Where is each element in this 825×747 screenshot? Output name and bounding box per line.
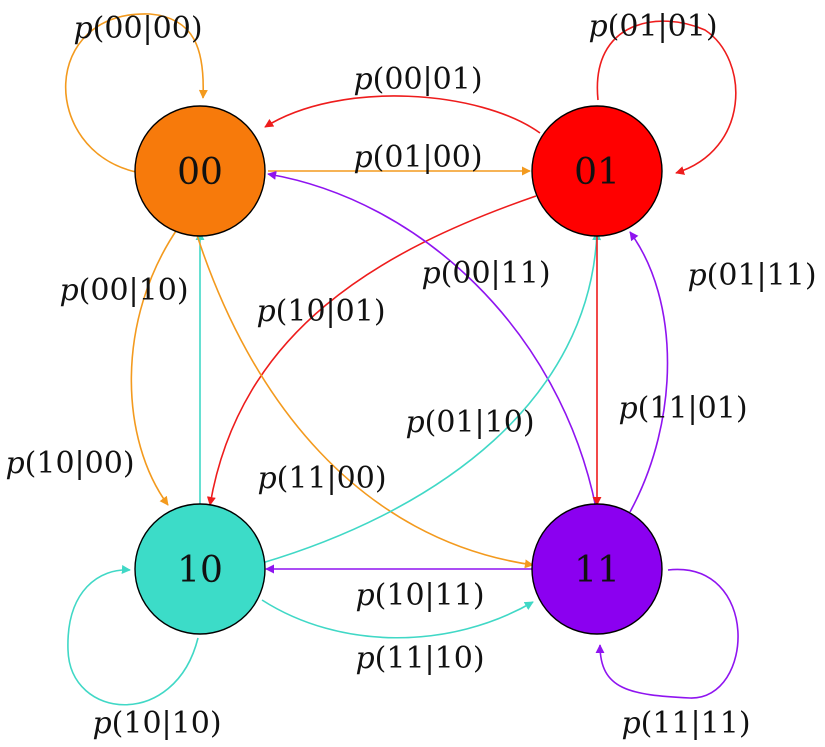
- edge-00-to-10: [130, 227, 179, 506]
- label-p11-11: p(11|11): [621, 706, 750, 741]
- label-p00-01: p(00|01): [353, 62, 482, 97]
- state-circle-01: [531, 105, 663, 237]
- edge-10-to-01: [261, 231, 602, 564]
- edge-00-to-11: [195, 231, 534, 569]
- edge-10-to-11: [261, 599, 534, 639]
- label-p10-01: p(10|01): [256, 294, 385, 329]
- label-p11-00: p(11|00): [257, 461, 386, 496]
- edge-self-loop-11: [595, 568, 739, 699]
- label-p10-10: p(10|10): [92, 706, 221, 741]
- state-label-11: 11: [574, 550, 620, 591]
- state-circle-11: [531, 503, 663, 635]
- edge-01-to-10: [206, 195, 537, 506]
- label-p11-01: p(11|01): [618, 391, 747, 426]
- state-label-00: 00: [177, 152, 223, 193]
- edge-self-loop-01: [596, 20, 737, 175]
- label-p01-00: p(01|00): [353, 140, 482, 175]
- edges: [64, 13, 739, 706]
- state-node-01: 01: [531, 105, 663, 237]
- label-p01-11: p(01|11): [687, 258, 816, 293]
- nodes: 00 01 10 11: [134, 105, 663, 635]
- edge-labels: p(00|00) p(01|01) p(00|01) p(01|00) p(00…: [5, 9, 816, 741]
- label-p10-00: p(10|00): [5, 446, 134, 481]
- edge-self-loop-10: [67, 564, 199, 706]
- edge-self-loop-00: [64, 13, 208, 173]
- label-p00-10: p(00|10): [59, 273, 188, 308]
- edge-01-to-00: [264, 95, 541, 134]
- label-p01-10: p(01|10): [405, 405, 534, 440]
- state-node-10: 10: [134, 503, 266, 635]
- label-p00-00: p(00|00): [73, 11, 202, 46]
- edge-11-to-01: [629, 231, 669, 513]
- label-p00-11: p(00|11): [421, 256, 550, 291]
- label-p01-01: p(01|01): [588, 9, 717, 44]
- state-label-10: 10: [177, 550, 223, 591]
- label-p11-10: p(11|10): [355, 641, 484, 676]
- label-p10-11: p(10|11): [355, 578, 484, 613]
- state-circle-00: [134, 105, 266, 237]
- state-label-01: 01: [574, 152, 620, 193]
- state-node-11: 11: [531, 503, 663, 635]
- state-circle-10: [134, 503, 266, 635]
- state-node-00: 00: [134, 105, 266, 237]
- edge-11-to-00: [267, 170, 597, 509]
